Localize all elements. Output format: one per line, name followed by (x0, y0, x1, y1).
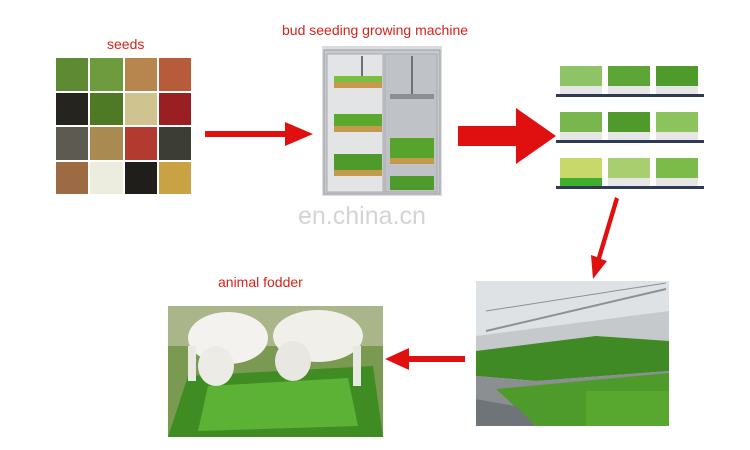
seed-sample (90, 92, 123, 125)
seed-sample (90, 127, 123, 160)
tray-sprouts (656, 112, 698, 132)
tray-sprouts (560, 158, 602, 178)
tray-shelf (556, 94, 704, 97)
machine-image (322, 46, 442, 196)
tray-sprouts (560, 66, 602, 86)
fodder-drawing (168, 306, 383, 437)
seed-sample (124, 92, 157, 125)
seed-sample (158, 92, 191, 125)
seed-sample (158, 58, 191, 91)
arrow-right-1 (205, 122, 313, 146)
seed-sample (56, 127, 89, 160)
trays-drawing (556, 66, 704, 189)
tray-base (656, 86, 698, 94)
tray-sprouts (560, 112, 602, 132)
tray-base (608, 132, 650, 140)
tray-shelf (556, 140, 704, 143)
tray-base (608, 178, 650, 186)
seed-sample (56, 58, 89, 91)
seed-sample (56, 92, 89, 125)
tray-sprouts (656, 66, 698, 86)
tray-base (560, 132, 602, 140)
seeds-image (56, 58, 191, 194)
fodder-image (168, 306, 383, 437)
tray-base (656, 132, 698, 140)
tray-base (608, 86, 650, 94)
seed-sample (158, 161, 191, 194)
tray-base (560, 86, 602, 94)
machine-drawing (322, 46, 442, 196)
tray-base (560, 178, 602, 186)
machine-label: bud seeding growing machine (282, 22, 469, 38)
arrow-down (591, 197, 619, 279)
watermark: en.china.cn (298, 202, 426, 230)
seed-sample (158, 127, 191, 160)
greenhouse-drawing (476, 281, 669, 426)
tray-sprouts (608, 112, 650, 132)
seed-sample (56, 161, 89, 194)
tray-base (656, 178, 698, 186)
greenhouse-image (476, 281, 669, 426)
arrow-left (385, 348, 465, 370)
tray-sprouts (608, 158, 650, 178)
tray-shelf (556, 186, 704, 189)
arrow-right-2 (458, 108, 556, 164)
trays-image (556, 58, 704, 194)
seed-sample (124, 161, 157, 194)
seeds-label: seeds (107, 36, 145, 52)
seed-sample (90, 58, 123, 91)
tray-sprouts (608, 66, 650, 86)
seed-sample (124, 58, 157, 91)
fodder-label: animal fodder (218, 274, 303, 290)
seed-sample (124, 127, 157, 160)
tray-sprouts (656, 158, 698, 178)
seed-sample (90, 161, 123, 194)
